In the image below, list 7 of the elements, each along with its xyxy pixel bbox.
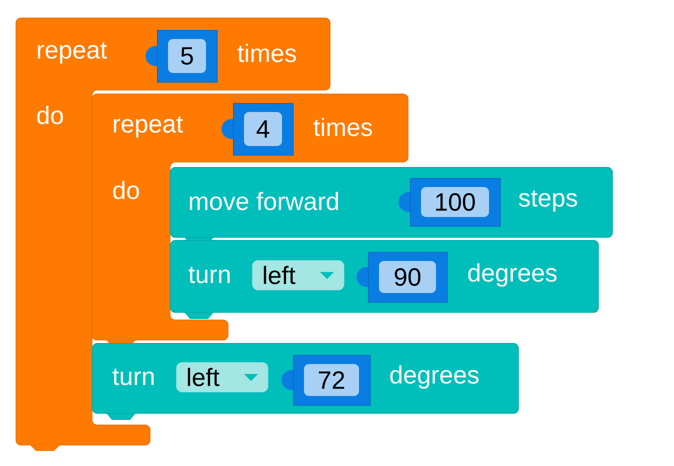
number-input: 72 bbox=[282, 355, 371, 406]
number-input: 100 bbox=[398, 178, 501, 227]
dropdown: left bbox=[176, 362, 268, 392]
dropdown: left bbox=[252, 260, 344, 290]
number-input: 90 bbox=[356, 252, 448, 303]
number-input: 5 bbox=[146, 30, 218, 83]
number-input: 4 bbox=[222, 103, 294, 156]
